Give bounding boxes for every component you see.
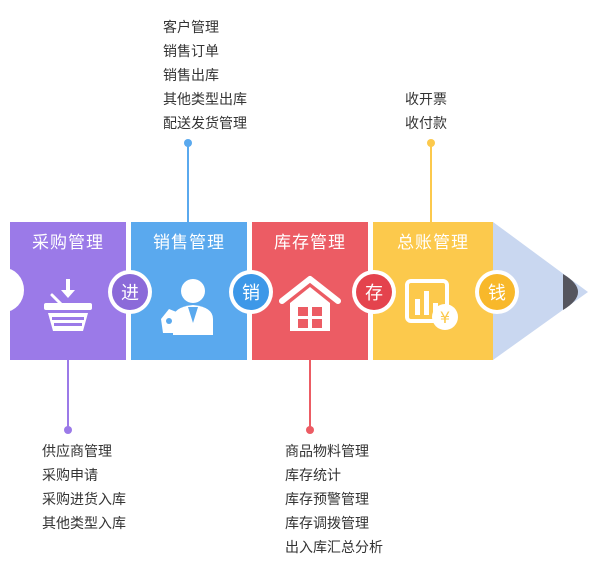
block-title: 库存管理 (274, 233, 346, 253)
basket-icon (44, 279, 92, 331)
connector-jin: 进 (112, 274, 148, 310)
list-item: 收开票 (405, 92, 447, 108)
customer-icon (161, 279, 213, 335)
connector-qian: 钱 (479, 274, 515, 310)
connector-label: 存 (365, 283, 383, 304)
pencil-tip (493, 222, 588, 360)
list-item: 库存预警管理 (285, 492, 369, 508)
list-item: 库存统计 (285, 468, 341, 484)
inventory-connector-line (309, 360, 311, 430)
list-item: 客户管理 (163, 20, 219, 36)
warehouse-icon (279, 276, 341, 331)
ledger-block: 总账管理 ¥ (373, 222, 493, 360)
purchase-connector-dot (64, 426, 72, 434)
purchase-connector-line (67, 360, 69, 430)
finance-chart-icon: ¥ (405, 279, 458, 330)
list-item: 采购申请 (42, 468, 98, 484)
connector-cun: 存 (356, 274, 392, 310)
list-item: 出入库汇总分析 (285, 540, 383, 556)
connector-label: 销 (242, 283, 260, 304)
ledger-connector-line (430, 145, 432, 225)
purchase-feature-list: 供应商管理 采购申请 采购进货入库 其他类型入库 (42, 440, 126, 536)
inventory-feature-list: 商品物料管理 库存统计 库存预警管理 库存调拨管理 出入库汇总分析 (285, 440, 383, 560)
list-item: 采购进货入库 (42, 492, 126, 508)
list-item: 销售订单 (163, 44, 219, 60)
purchase-block: 采购管理 (10, 222, 126, 360)
list-item: 配送发货管理 (163, 116, 247, 132)
sales-connector-line (187, 145, 189, 225)
svg-text:¥: ¥ (440, 308, 450, 327)
connector-xiao: 销 (233, 274, 269, 310)
block-title: 采购管理 (32, 233, 104, 253)
list-item: 商品物料管理 (285, 444, 369, 460)
block-title: 总账管理 (397, 233, 469, 253)
inventory-block: 库存管理 (252, 222, 368, 360)
sales-feature-list: 客户管理 销售订单 销售出库 其他类型出库 配送发货管理 (163, 16, 247, 136)
list-item: 供应商管理 (42, 444, 112, 460)
connector-label: 钱 (488, 283, 506, 304)
sales-connector-dot (184, 139, 192, 147)
inventory-connector-dot (306, 426, 314, 434)
list-item: 其他类型入库 (42, 516, 126, 532)
sales-block: 销售管理 (131, 222, 247, 360)
ledger-connector-dot (427, 139, 435, 147)
list-item: 其他类型出库 (163, 92, 247, 108)
ledger-feature-list: 收开票 收付款 (405, 88, 447, 136)
list-item: 销售出库 (163, 68, 219, 84)
connector-label: 进 (121, 283, 139, 304)
list-item: 收付款 (405, 116, 447, 132)
block-title: 销售管理 (153, 233, 225, 253)
list-item: 库存调拨管理 (285, 516, 369, 532)
